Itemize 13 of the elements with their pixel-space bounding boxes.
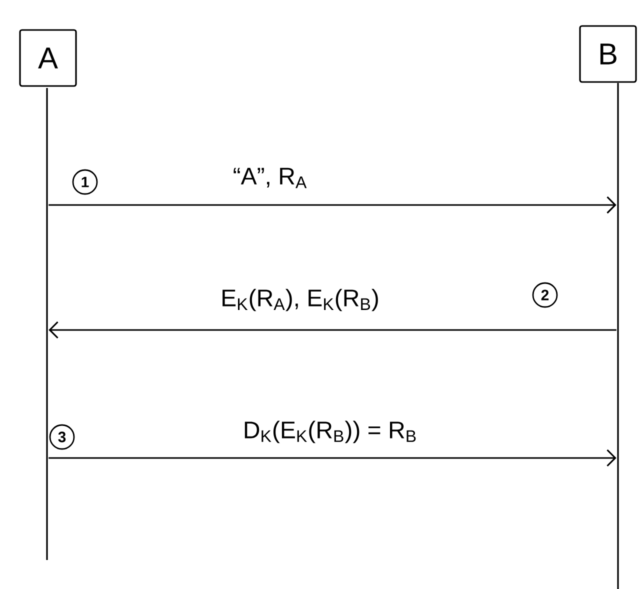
message-arrow bbox=[48, 321, 616, 339]
message-arrow bbox=[48, 196, 616, 214]
message-label: “A”, R$_{A}$ bbox=[232, 166, 308, 190]
message-arrow bbox=[48, 449, 616, 467]
participant-box: B bbox=[579, 25, 637, 83]
lifeline bbox=[617, 83, 619, 589]
step-number: 3 bbox=[49, 424, 75, 450]
message-label: D$_{K}$(E$_{K}$(R$_{B}$)) = R$_{B}$ bbox=[242, 420, 418, 444]
step-number: 1 bbox=[72, 169, 98, 195]
step-number: 2 bbox=[532, 282, 558, 308]
lifeline bbox=[46, 88, 48, 560]
participant-box: A bbox=[19, 29, 77, 87]
message-label: E$_{K}$(R$_{A}$), E$_{K}$(R$_{B}$) bbox=[220, 288, 380, 312]
